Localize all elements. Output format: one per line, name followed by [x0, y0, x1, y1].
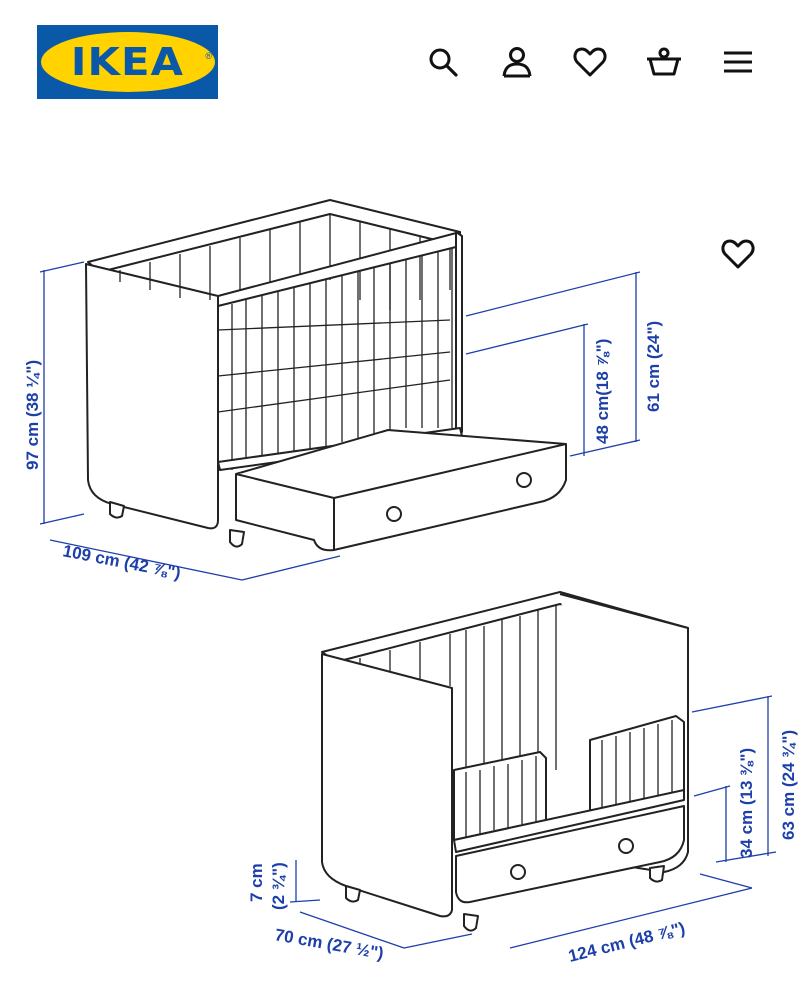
- dim-length: 124 cm (48 ⅞"): [566, 919, 687, 966]
- menu-icon[interactable]: [716, 40, 760, 84]
- bottom-crib-drawing: [321, 591, 689, 932]
- ikea-logo[interactable]: IKEA ®: [37, 25, 218, 99]
- basket-icon[interactable]: [642, 40, 686, 84]
- logo-oval: IKEA: [40, 32, 215, 92]
- site-header: IKEA ®: [0, 0, 812, 120]
- dim-depth: 70 cm (27 ½"): [273, 925, 385, 963]
- dim-rail-height: 61 cm (24"): [644, 321, 663, 412]
- top-crib-drawing: [85, 199, 567, 552]
- search-icon[interactable]: [421, 40, 465, 84]
- dim-foot-height-line1: 7 cm: [247, 863, 266, 902]
- registered-mark: ®: [205, 51, 212, 61]
- dim-total-height: 63 cm (24 ¾"): [779, 730, 798, 840]
- heart-icon: [721, 239, 755, 269]
- dim-mattress-height: 48 cm(18 ⅞"): [593, 339, 612, 444]
- add-to-favorites-button[interactable]: [714, 230, 762, 278]
- dim-opening-height: 34 cm (13 ⅜"): [737, 748, 756, 858]
- heart-icon[interactable]: [568, 40, 612, 84]
- logo-text: IKEA: [70, 40, 185, 84]
- dim-foot-height-line2: (2 ¾"): [269, 862, 288, 910]
- dim-top-width: 109 cm (42 ⅞"): [61, 541, 182, 582]
- dim-top-height: 97 cm (38 ¼"): [23, 360, 42, 470]
- account-icon[interactable]: [495, 40, 539, 84]
